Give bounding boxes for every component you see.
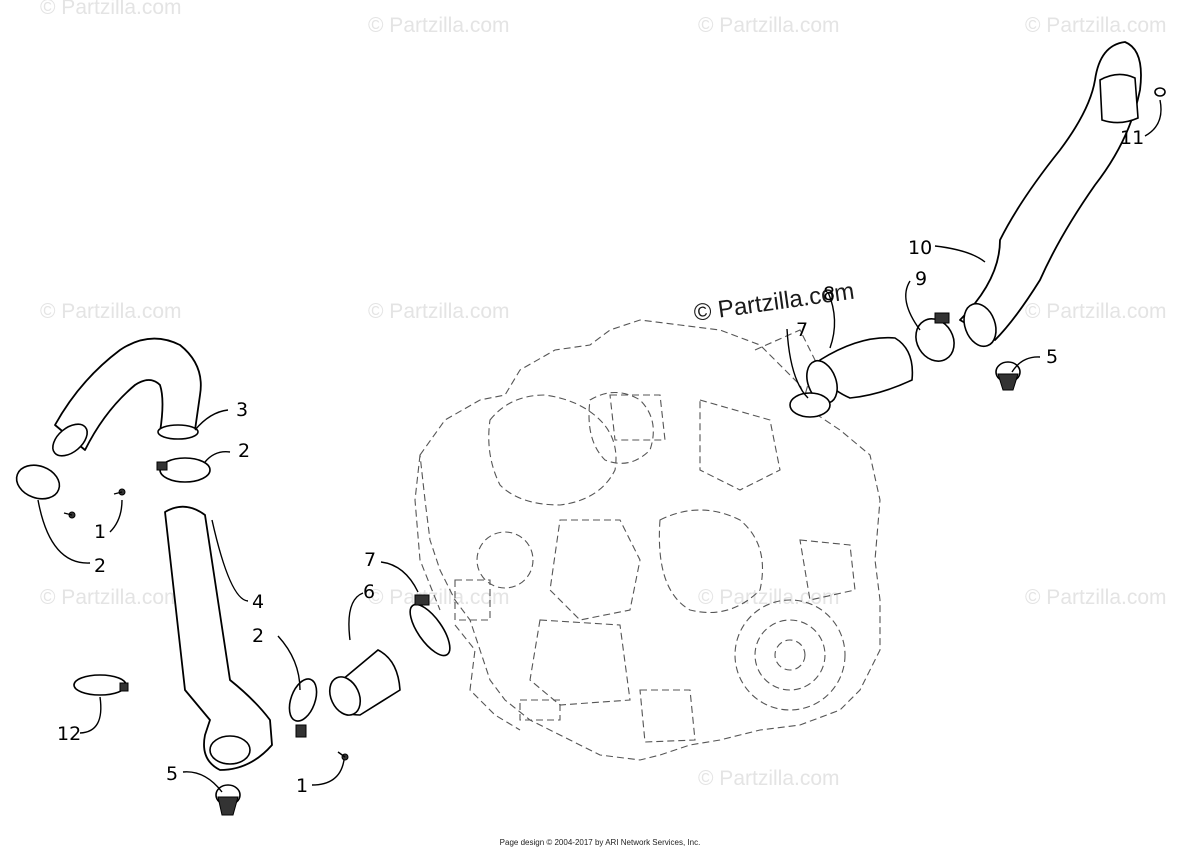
- leader-lines: [37, 99, 1162, 793]
- watermark-text: © Partzilla.com: [40, 586, 182, 609]
- callout-2-left: 2: [94, 555, 106, 577]
- watermark-text: © Partzilla.com: [1025, 586, 1167, 609]
- watermark-text: © Partzilla.com: [1025, 300, 1167, 323]
- callout-9: 9: [915, 268, 927, 290]
- callout-3: 3: [236, 399, 248, 421]
- watermark-text: © Partzilla.com: [1025, 14, 1167, 37]
- callout-1-upper: 1: [94, 521, 106, 543]
- callout-5-upper: 5: [1046, 346, 1058, 368]
- callout-10: 10: [908, 237, 932, 259]
- callout-4: 4: [252, 591, 264, 613]
- watermark-text: © Partzilla.com: [368, 14, 510, 37]
- footer-copyright: Page design © 2004-2017 by ARI Network S…: [499, 838, 701, 847]
- callout-1-lower: 1: [296, 775, 308, 797]
- watermark-text: © Partzilla.com: [368, 586, 510, 609]
- watermark-text: © Partzilla.com: [698, 586, 840, 609]
- watermark-text: © Partzilla.com: [698, 767, 840, 790]
- watermark-text: © Partzilla.com: [40, 0, 182, 19]
- callout-7-upper: 7: [796, 319, 808, 341]
- watermark-text: © Partzilla.com: [40, 300, 182, 323]
- callout-12: 12: [57, 723, 81, 745]
- upper-right-hose: [789, 41, 1166, 418]
- callout-5-lower: 5: [166, 763, 178, 785]
- callout-2-upper: 2: [238, 440, 250, 462]
- callout-2-lower: 2: [252, 625, 264, 647]
- screws: [63, 488, 349, 761]
- callout-6: 6: [363, 581, 375, 603]
- watermark-text: © Partzilla.com: [368, 300, 510, 323]
- callout-8: 8: [823, 283, 835, 305]
- callouts: 3 2 1 2 4 2 6 7 1 5 12 7 8 9 10 5 11: [57, 127, 1144, 797]
- callout-11: 11: [1120, 127, 1144, 149]
- watermark-text: © Partzilla.com: [698, 14, 840, 37]
- callout-7-lower: 7: [364, 549, 376, 571]
- engine-outline: [414, 319, 881, 761]
- upper-left-hose: [15, 337, 451, 816]
